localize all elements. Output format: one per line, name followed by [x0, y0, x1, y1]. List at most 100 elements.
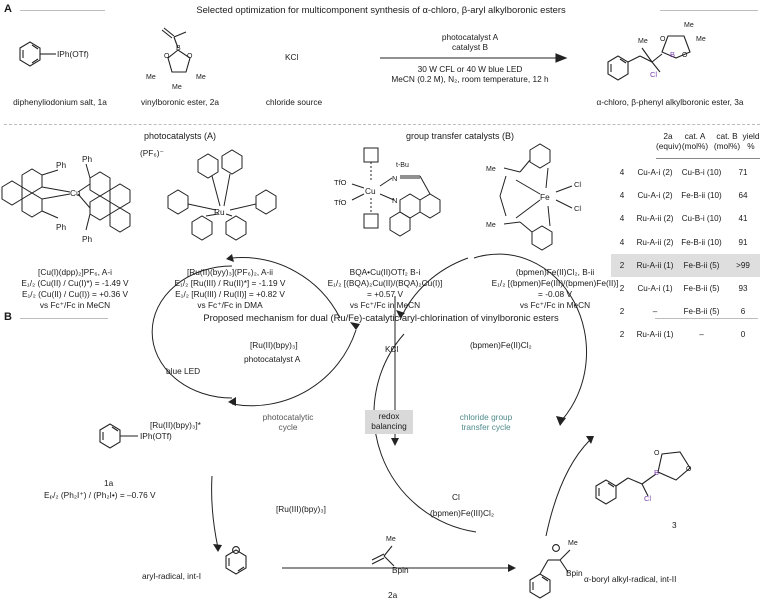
- table-cell: Cu-A-i (2): [637, 168, 673, 178]
- table-cell: 4: [619, 191, 625, 201]
- cat3-potential-2: = +0.57 V: [367, 289, 403, 299]
- b-atom: B: [176, 45, 181, 52]
- optimization-table-header: 2a (equiv) cat. A (mol%) cat. B (mol%) y…: [656, 131, 760, 171]
- table-row: 2 Cu-A-i (1) Fe-B-ii (5) 93: [611, 277, 760, 300]
- o-atom: O: [187, 53, 193, 60]
- table-cell: Ru-A-ii (2): [636, 214, 674, 224]
- table-cell: 2: [619, 284, 625, 294]
- table-row: 2–Fe-B-ii (5)6: [611, 300, 760, 323]
- cat2-name: [Ru(II)(byy)₃](PF₆)₂, A-ii: [187, 267, 273, 277]
- aryl-radical-structure: [225, 546, 247, 575]
- o-atom: O: [682, 52, 688, 59]
- reagent-2a-id-b: 2a: [388, 590, 398, 600]
- table-cell: Cu-B-i (10): [681, 214, 722, 224]
- fe-ii-label: (bpmen)Fe(II)Cl₂: [470, 340, 532, 350]
- iodonium-label-b: IPh(OTf): [140, 431, 172, 441]
- table-cell: Fe-B-ii (5): [683, 284, 720, 294]
- table-cell: Cu-A-i (2): [637, 191, 673, 201]
- aryl-radical-label: aryl-radical, int-I: [142, 571, 202, 581]
- table-cell: 6: [740, 307, 746, 317]
- col-header-cat-b: cat. B: [716, 131, 738, 141]
- iodonium-formula: IPh(OTf): [57, 49, 89, 59]
- cl-atom: Cl: [650, 70, 658, 79]
- col-header-yield-unit: %: [747, 141, 755, 151]
- cu-dpp-complex: [1, 163, 131, 233]
- kcl-formula: KCl: [285, 52, 299, 62]
- table-cell: Fe-B-ii (5): [677, 253, 726, 277]
- table-cell: 4: [619, 214, 625, 224]
- arc-photo-left: [151, 265, 233, 399]
- cu-label: Cu: [70, 188, 81, 198]
- cat3-reference: vs Fc⁺/Fc in MeCN: [349, 300, 421, 310]
- alkyl-radical-structure: [529, 544, 571, 599]
- vinyl-boronic-2a-b: [371, 545, 395, 567]
- panel-b-title: Proposed mechanism for dual (Ru/Fe)-cata…: [203, 312, 559, 323]
- table-cell: 64: [738, 191, 748, 201]
- table-cell: Fe-B-ii (5): [683, 307, 720, 317]
- cu-bqa-complex: [351, 147, 441, 237]
- phenyl-ring-1a-b: [99, 423, 138, 449]
- n-atom: N: [392, 174, 398, 183]
- alkyl-radical-label: α-boryl alkyl-radical, int-II: [584, 574, 677, 584]
- me-group: Me: [696, 36, 706, 43]
- photocatalytic-cycle-label: photocatalytic cycle: [262, 412, 314, 433]
- condition-catalyst-a: photocatalyst A: [441, 32, 499, 42]
- bpin-label-2a: Bpin: [392, 565, 409, 575]
- table-cell: Fe-B-ii (10): [681, 191, 722, 201]
- cat1-name: [Cu(I)(dpp)₂]PF₆, A-i: [38, 267, 112, 277]
- condition-light: 30 W CFL or 40 W blue LED: [417, 64, 523, 74]
- cl-atom-product: Cl: [644, 494, 652, 503]
- redox-balancing-box: [365, 410, 413, 434]
- pf6-label: (PF₆)⁻: [140, 148, 164, 158]
- me-group: Me: [684, 22, 694, 29]
- panel-b-letter: B: [4, 311, 12, 323]
- cat3-potential-1: E₁/₂ [(BQA)₂Cu(II)/(BQA)₂Cu(I)]: [327, 278, 443, 288]
- cat1-reference: vs Fc⁺/Fc in MeCN: [39, 300, 111, 310]
- table-cell: Cu-A-i (1): [637, 284, 673, 294]
- b-atom-product: B: [654, 468, 660, 477]
- fe-iii-label: (bpmen)Fe(III)Cl₂: [430, 508, 495, 518]
- fe-iii-cl-label: Cl: [452, 492, 460, 502]
- ru-label: Ru: [214, 207, 225, 217]
- me-label: Me: [486, 222, 496, 229]
- table-cell: 2: [619, 330, 625, 340]
- me-label-radical: Me: [568, 540, 578, 547]
- cu-label: Cu: [365, 186, 376, 196]
- arc-chloride-bottom: [373, 333, 477, 533]
- cat2-potential-2: E₁/₂ [Ru(III) / Ru(II)] = +0.82 V: [175, 289, 285, 299]
- reagent-1a-id: 1a: [104, 478, 114, 488]
- cycle-arrows: [151, 253, 591, 569]
- cat1-potential-2: E₁/₂ (Cu(II) / Cu(I)) = +0.36 V: [21, 289, 129, 299]
- table-cell: 4: [619, 237, 625, 247]
- table-cell: 4: [619, 168, 625, 178]
- ru-bpy-complex: [167, 149, 277, 241]
- arc-chloride-right: [473, 253, 587, 421]
- condition-catalyst-b: catalyst B: [452, 42, 488, 52]
- o-atom-product: O: [654, 450, 660, 457]
- cat4-name: (bpmen)Fe(II)Cl₂, B-ii: [515, 267, 595, 277]
- table-cell: 93: [738, 284, 748, 294]
- kcl-label: KCl: [385, 344, 399, 354]
- blue-led-label: blue LED: [166, 366, 201, 376]
- col-header-cat-a-unit: (mol%): [681, 141, 709, 151]
- table-cell: Fe-B-ii (10): [681, 237, 722, 247]
- me-group: Me: [172, 84, 182, 91]
- col-header-cat-a: cat. A: [684, 131, 706, 141]
- col-header-2a: 2a: [663, 131, 673, 141]
- cat2-potential-1: E₁/₂ [Ru(III) / Ru(II)*] = -1.19 V: [174, 278, 286, 288]
- table-cell: –: [699, 330, 704, 340]
- redox-balancing-label: redox balancing: [371, 411, 407, 432]
- cat4-potential-1: E₁/₂ [(bpmen)Fe(III)/(bpmen)Fe(II)]: [491, 278, 619, 288]
- col-header-yield: yield: [742, 131, 760, 141]
- cat4-reference: vs Fc⁺/Fc in MeCN: [519, 300, 591, 310]
- cat2-reference: vs Fc⁺/Fc in DMA: [197, 300, 263, 310]
- col-header-2a-unit: (equiv): [656, 141, 682, 151]
- arrow-heads: [213, 254, 594, 572]
- reagent-1a-label: diphenyliodonium salt, 1a: [13, 97, 107, 107]
- chloride-cycle-label: chloride group transfer cycle: [459, 412, 513, 433]
